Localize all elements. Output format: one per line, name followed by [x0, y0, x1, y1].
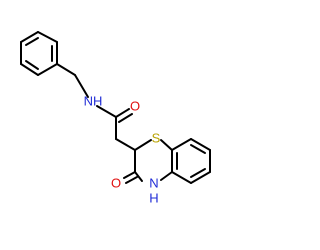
fused-benzene-ring [171, 138, 211, 184]
bond [20, 31, 39, 43]
atom-label-nh-amide: NH [84, 94, 103, 109]
bond [56, 63, 76, 76]
atom-label-s-ring: S [152, 131, 161, 146]
double-bond-inner [25, 60, 39, 70]
bond [190, 171, 211, 184]
bond [160, 171, 173, 181]
bond [134, 171, 143, 182]
lactam-double-bond [125, 176, 138, 184]
carbonyl-double-bond [115, 108, 130, 118]
bond [171, 171, 192, 184]
chemical-structure-diagram: NH O S O N H [20, 31, 211, 206]
double-bond-inner [190, 168, 206, 178]
bond [171, 138, 192, 151]
atom-label-o-lactam: O [111, 176, 121, 191]
lactam-double-bond [123, 171, 136, 179]
double-bond-inner [190, 144, 206, 154]
atom-label-n-lactam: N [149, 176, 158, 191]
bond [37, 31, 58, 43]
bond [160, 139, 173, 151]
bond [37, 63, 58, 76]
bond [115, 138, 136, 151]
bond [96, 105, 117, 118]
double-bond-inner [25, 37, 39, 46]
carbonyl-double-bond [118, 113, 133, 123]
atom-label-o-amide: O [130, 99, 140, 114]
atom-label-h-lactam: H [149, 191, 158, 206]
bond [134, 139, 152, 151]
bond [20, 63, 39, 76]
thiazinone-ring [123, 139, 173, 184]
bond [190, 138, 211, 151]
benzyl-phenyl-ring [20, 31, 58, 76]
amide-side-chain [56, 63, 136, 151]
bond [74, 74, 89, 98]
